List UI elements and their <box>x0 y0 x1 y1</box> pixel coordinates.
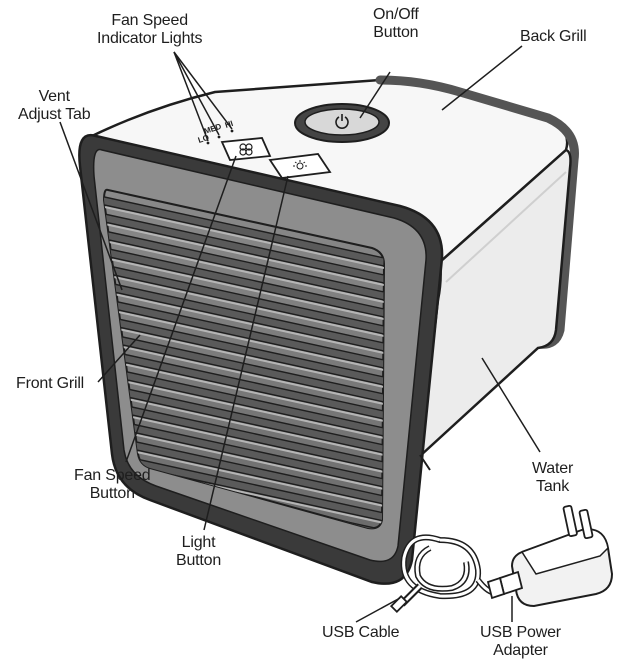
fan-icon <box>239 143 253 156</box>
leader-lines <box>59 45 541 623</box>
label-light-button: Light Button <box>176 534 222 569</box>
louver-slat <box>104 212 384 284</box>
louver-slat <box>104 246 384 318</box>
louver-highlight <box>104 273 384 337</box>
louver-slat <box>104 195 384 267</box>
louver-slat <box>104 297 384 369</box>
label-water-tank: Water Tank <box>532 460 574 495</box>
louver-slat <box>104 229 384 301</box>
louver-slat <box>104 348 384 420</box>
usb-power-adapter <box>486 504 614 608</box>
usb-cable <box>389 534 502 614</box>
louver-slat <box>104 433 384 505</box>
back-grill <box>375 75 579 349</box>
label-fan-speed-button: Fan Speed Button <box>74 467 151 502</box>
fan-speed-button[interactable] <box>220 137 272 161</box>
louver-slat <box>104 280 384 352</box>
louver-highlight <box>104 222 384 286</box>
control-panel: HI MED LO <box>197 103 390 179</box>
louver-slat <box>104 399 384 471</box>
louver-highlight <box>104 307 384 371</box>
louver-highlight <box>104 358 384 422</box>
label-usb-power-adapter: USB Power Adapter <box>480 624 561 659</box>
label-on-off-button: On/Off Button <box>373 6 419 41</box>
louver-highlight <box>104 256 384 320</box>
louver-highlight <box>104 324 384 388</box>
louver-slat <box>104 263 384 335</box>
light-button[interactable] <box>268 153 332 179</box>
louver-slat <box>104 382 384 454</box>
indicator-lo: LO <box>197 133 210 145</box>
louver-slat <box>104 416 384 488</box>
label-usb-cable: USB Cable <box>322 624 400 641</box>
louver-highlight <box>104 409 384 473</box>
louver-slat <box>104 450 384 522</box>
label-front-grill: Front Grill <box>16 375 85 392</box>
label-fan-speed-indicator-lights: Fan Speed Indicator Lights <box>97 12 203 47</box>
louver-highlight <box>104 426 384 490</box>
louver-highlight <box>104 443 384 507</box>
sun-icon <box>293 160 307 170</box>
louver-slat <box>104 365 384 437</box>
louver-highlight <box>104 239 384 303</box>
label-back-grill: Back Grill <box>520 28 587 45</box>
louver-highlight <box>104 375 384 439</box>
louver-slat <box>104 314 384 386</box>
label-vent-adjust-tab: Vent Adjust Tab <box>18 88 91 123</box>
louver-highlight <box>104 290 384 354</box>
louver-highlight <box>104 205 384 269</box>
cooler-body <box>78 75 579 585</box>
power-icon <box>335 114 349 129</box>
